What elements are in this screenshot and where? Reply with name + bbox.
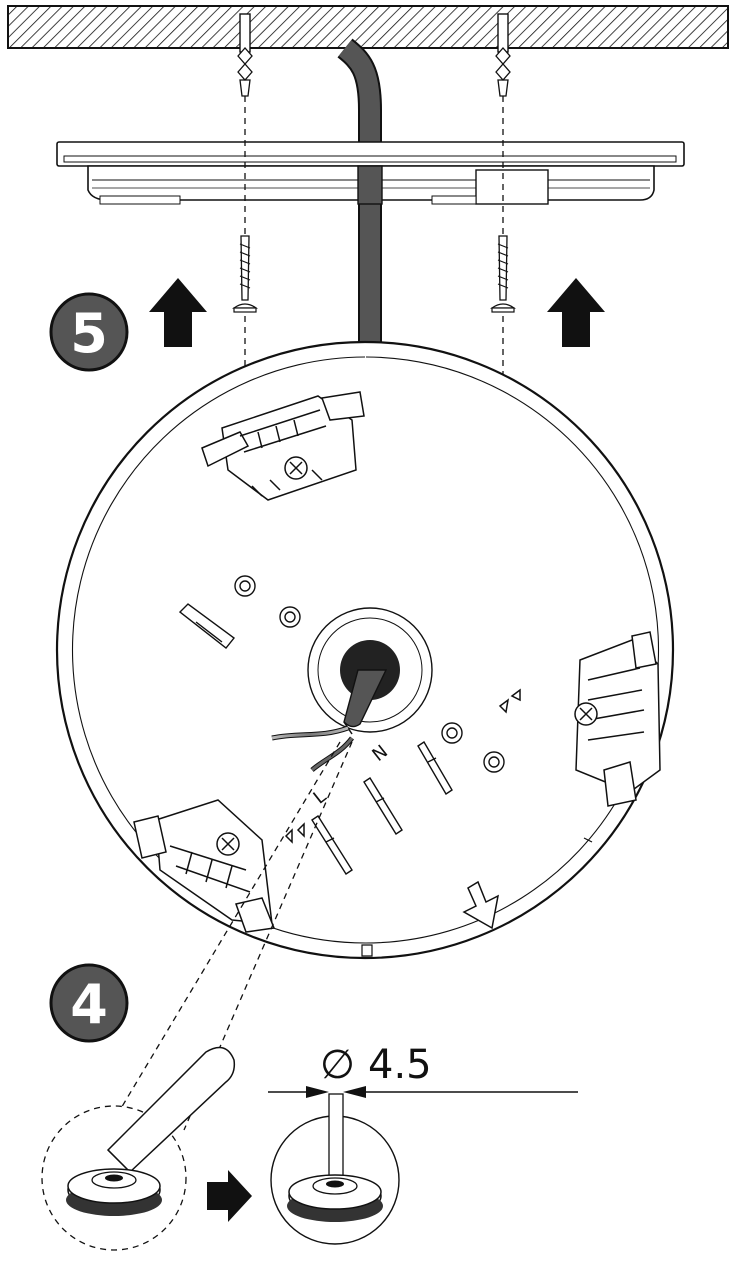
dimension-line (268, 1086, 578, 1098)
step-badge-4: 4 (49, 963, 129, 1043)
arrow-up-icon (149, 278, 207, 347)
terminal-block (133, 799, 276, 933)
step-number: 5 (70, 302, 108, 365)
clip-slot (178, 603, 236, 649)
screw-icon (231, 235, 259, 313)
wall-plug-icon (495, 13, 511, 97)
cable-grommet (307, 607, 433, 735)
arrow-up-icon (547, 278, 605, 347)
diameter-symbol: ∅ (320, 1042, 355, 1088)
terminal-block (201, 391, 365, 501)
wires (271, 725, 354, 772)
wall-plug-icon (237, 13, 253, 97)
mounting-plate (56, 141, 685, 205)
mounting-holes (234, 575, 505, 773)
earth-symbol-icon (498, 688, 521, 714)
earth-symbol-icon (284, 822, 305, 844)
screw-icon (489, 235, 517, 313)
terminal-slots (311, 741, 453, 875)
terminal-block (574, 631, 661, 807)
drill-detail (41, 1046, 236, 1251)
diameter-value: 4.5 (368, 1042, 432, 1088)
arrow-down-icon (462, 880, 500, 930)
step-badge-5: 5 (49, 292, 129, 372)
drilled-hole-detail (270, 1093, 400, 1245)
ceiling (7, 5, 729, 49)
step-number: 4 (70, 973, 108, 1036)
power-cable (337, 38, 382, 372)
arrow-right-icon (207, 1170, 252, 1222)
